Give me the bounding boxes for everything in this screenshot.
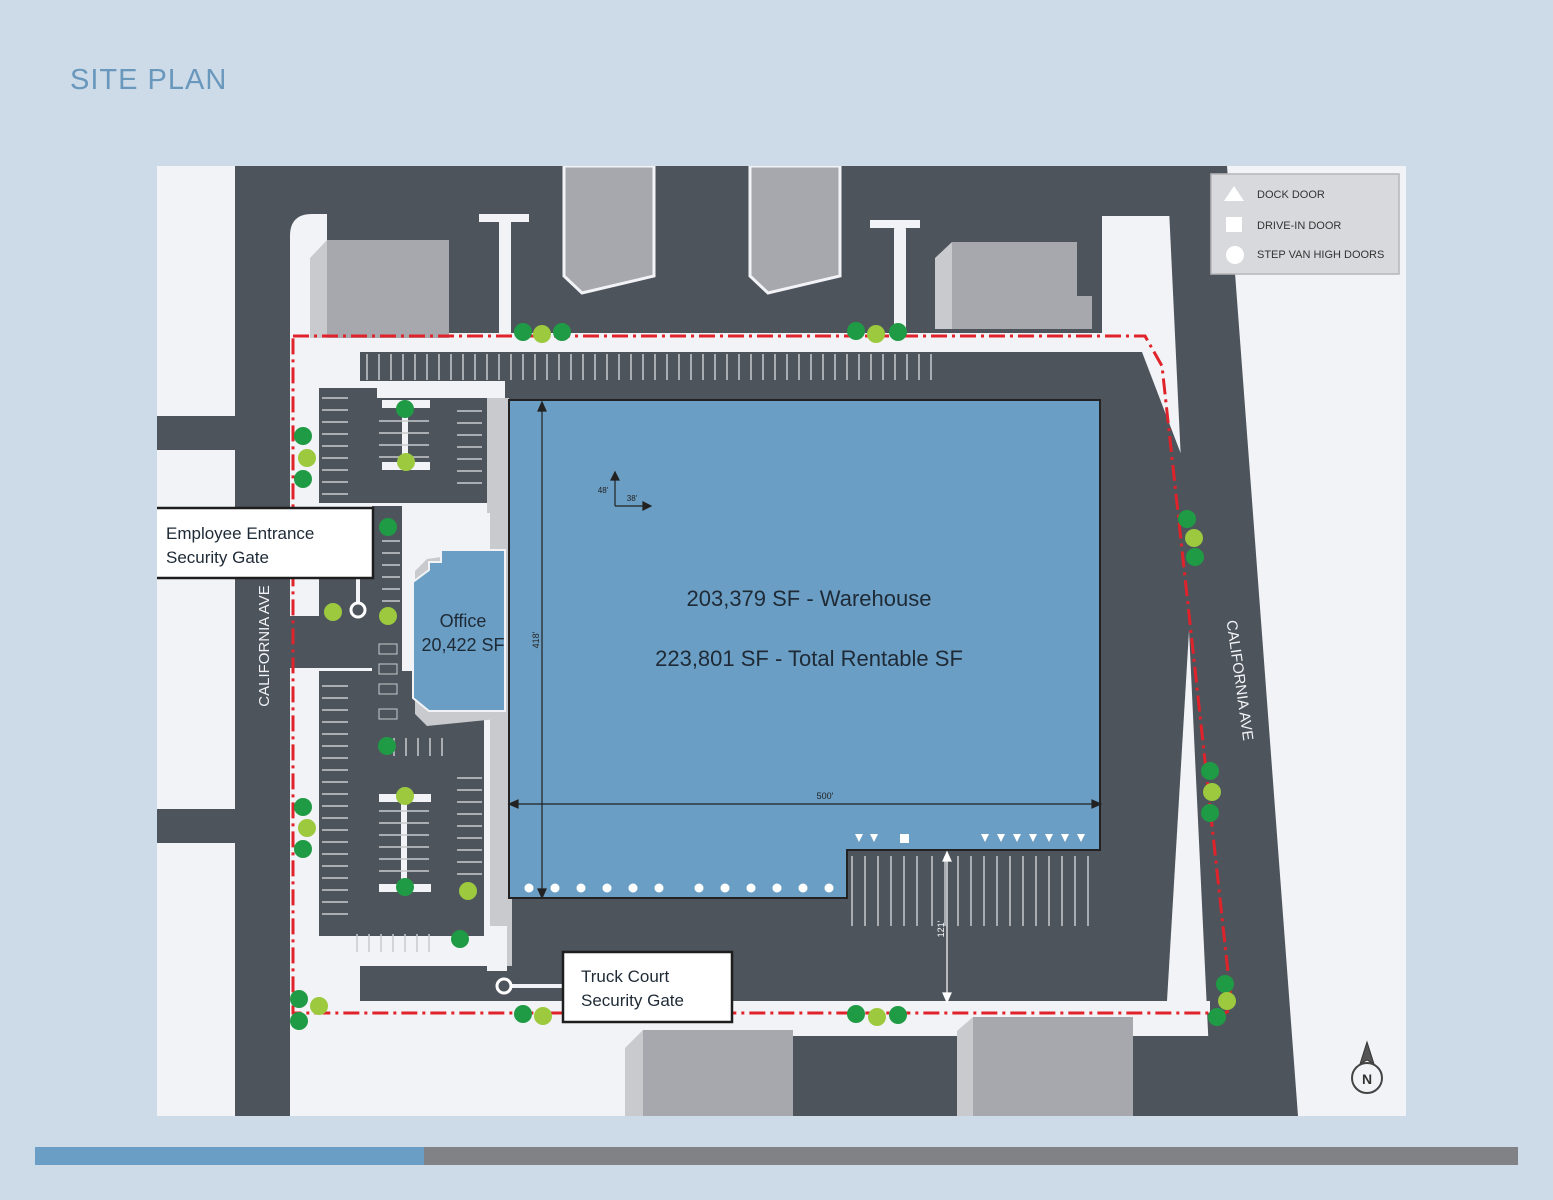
- dim-column-y: 48': [598, 486, 609, 495]
- west-street: [235, 166, 290, 1116]
- dim-truck-court: 121': [936, 920, 946, 937]
- warehouse-sf: 203,379 SF - Warehouse: [687, 586, 932, 611]
- legend-drive-in-door: DRIVE-IN DOOR: [1257, 220, 1341, 232]
- truck-gate-line1: Truck Court: [581, 967, 669, 986]
- truck-gate-line2: Security Gate: [581, 991, 684, 1010]
- west-cross-street-north: [157, 416, 237, 450]
- truck-gate-callout: Truck Court Security Gate: [561, 950, 734, 1024]
- dimension-lines: [507, 400, 1103, 900]
- dim-height: 418': [531, 631, 541, 648]
- site-plan: 418' 500' 121' 48' 38' 203,379 SF - Ware…: [157, 166, 1406, 1116]
- employee-gate-line2: Security Gate: [166, 548, 269, 567]
- page-progress-fill: [35, 1147, 424, 1165]
- north-label: N: [1362, 1071, 1372, 1087]
- total-rentable-sf: 223,801 SF - Total Rentable SF: [655, 646, 963, 671]
- office-building: [412, 549, 506, 712]
- dock-door-icon: [1224, 186, 1244, 201]
- legend-dock-door: DOCK DOOR: [1257, 189, 1325, 201]
- warehouse-building: [508, 399, 1101, 899]
- dim-width: 500': [817, 791, 834, 801]
- neighbor-buildings-north: [310, 166, 1092, 338]
- truck-gate-marker: [495, 977, 562, 995]
- east-street: [1167, 166, 1298, 1116]
- north-arrow-icon: N: [1351, 1040, 1383, 1094]
- property-boundary: [291, 334, 1234, 1015]
- office-label: Office: [440, 611, 487, 631]
- street-label-west: CALIFORNIA AVE: [256, 585, 273, 706]
- neighbor-buildings-south: [625, 1017, 1223, 1116]
- doors: [524, 834, 1085, 893]
- parking-stalls: [322, 354, 1089, 952]
- office-sf: 20,422 SF: [421, 635, 504, 655]
- employee-gate-line1: Employee Entrance: [166, 524, 314, 543]
- page-progress-bar: [35, 1147, 1518, 1165]
- west-cross-street-south: [157, 809, 237, 843]
- legend-step-van: STEP VAN HIGH DOORS: [1257, 249, 1384, 261]
- drive-in-door-icon: [1226, 217, 1242, 232]
- page-title: SITE PLAN: [70, 64, 228, 96]
- dim-column-x: 38': [627, 494, 638, 503]
- employee-gate-callout: Employee Entrance Security Gate: [157, 506, 375, 580]
- legend: DOCK DOOR DRIVE-IN DOOR STEP VAN HIGH DO…: [1210, 173, 1400, 275]
- employee-gate-marker: [349, 576, 367, 619]
- step-van-door-icon: [1226, 246, 1244, 264]
- trees: [290, 322, 1236, 1030]
